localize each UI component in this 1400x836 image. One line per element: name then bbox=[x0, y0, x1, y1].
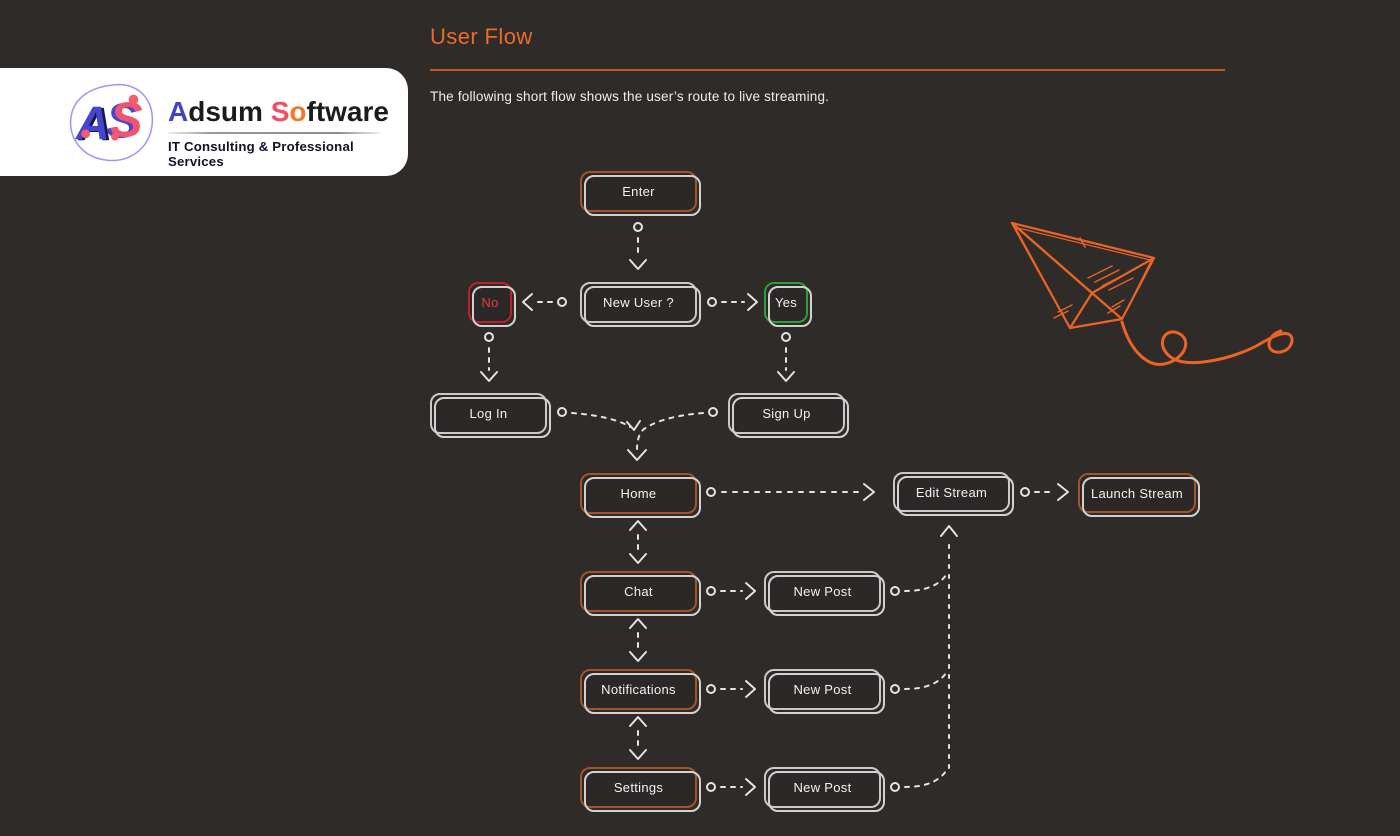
flow-node-chat[interactable]: Chat bbox=[580, 571, 697, 612]
title-underline bbox=[430, 69, 1225, 71]
brand-letter-a: A bbox=[168, 96, 189, 127]
flow-node-no[interactable]: No bbox=[468, 282, 512, 323]
flow-node-new-user[interactable]: New User ? bbox=[580, 282, 697, 323]
arrow-new-post-chat-to-edit-stream bbox=[890, 574, 947, 596]
adsum-monogram-icon: A A S S bbox=[69, 83, 154, 162]
page-subtitle: The following short flow shows the user’… bbox=[430, 89, 830, 104]
arrow-settings-to-new-post bbox=[706, 778, 756, 796]
arrow-riser-to-edit-stream bbox=[940, 525, 958, 769]
arrow-notifications-to-new-post bbox=[706, 680, 756, 698]
arrow-new-user-to-yes bbox=[707, 293, 758, 311]
flow-node-log-in[interactable]: Log In bbox=[430, 393, 547, 434]
flow-node-launch-stream[interactable]: Launch Stream bbox=[1078, 473, 1196, 513]
arrow-enter-to-new-user bbox=[629, 222, 647, 270]
brand-text-block: Adsum Software IT Consulting & Professio… bbox=[168, 96, 389, 169]
arrow-sign-up-to-home bbox=[627, 407, 718, 461]
brand-part-ftware: ftware bbox=[306, 96, 389, 127]
flow-node-home[interactable]: Home bbox=[580, 473, 697, 514]
paper-plane-icon bbox=[1010, 221, 1294, 366]
flow-node-settings[interactable]: Settings bbox=[580, 767, 697, 808]
flow-node-new-post-chat[interactable]: New Post bbox=[764, 571, 881, 612]
arrow-edit-stream-to-launch-stream bbox=[1020, 483, 1069, 501]
flow-node-edit-stream[interactable]: Edit Stream bbox=[893, 472, 1010, 512]
flow-node-new-post-notifications[interactable]: New Post bbox=[764, 669, 881, 710]
arrow-chat-notifications-bidirectional bbox=[629, 618, 647, 662]
monogram-letter-a-shadow: A bbox=[78, 99, 113, 151]
brand-name: Adsum Software bbox=[168, 96, 389, 127]
brand-swirl-o-icon: o bbox=[289, 96, 307, 127]
flow-node-enter[interactable]: Enter bbox=[580, 171, 697, 212]
logo-card: A A S S Adsum Software IT Consulting & P… bbox=[0, 68, 408, 176]
arrow-yes-to-sign-up bbox=[777, 332, 795, 382]
page-title: User Flow bbox=[430, 24, 533, 49]
monogram-letter-a: A bbox=[75, 98, 110, 150]
arrow-log-in-to-home bbox=[557, 407, 641, 431]
brand-letter-s: S bbox=[270, 96, 290, 127]
arrow-new-post-settings-to-edit-stream bbox=[890, 770, 947, 792]
arrow-home-to-edit-stream bbox=[706, 483, 875, 501]
brand-divider bbox=[168, 132, 380, 134]
arrow-new-post-notifications-to-edit-stream bbox=[890, 672, 947, 694]
arrow-chat-to-new-post bbox=[706, 582, 756, 600]
flow-node-notifications[interactable]: Notifications bbox=[580, 669, 697, 710]
arrow-no-to-log-in bbox=[480, 332, 498, 382]
brand-tagline: IT Consulting & Professional Services bbox=[168, 139, 354, 169]
flow-node-yes[interactable]: Yes bbox=[764, 282, 808, 323]
arrow-home-chat-bidirectional bbox=[629, 520, 647, 564]
flow-node-new-post-settings[interactable]: New Post bbox=[764, 767, 881, 808]
brand-part-dsum: dsum bbox=[188, 96, 271, 127]
arrow-new-user-to-no bbox=[522, 293, 567, 311]
arrow-notifications-settings-bidirectional bbox=[629, 716, 647, 760]
flow-node-sign-up[interactable]: Sign Up bbox=[728, 393, 845, 434]
